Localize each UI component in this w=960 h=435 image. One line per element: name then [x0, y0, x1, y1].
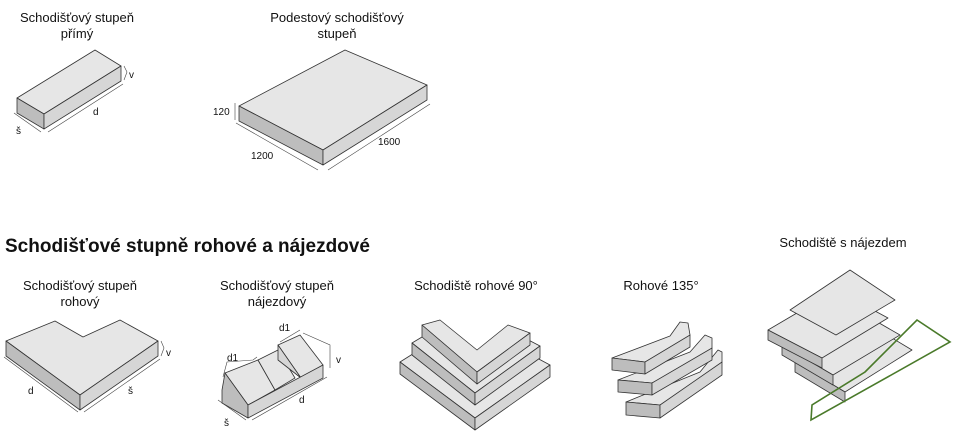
section-heading: Schodišťové stupně rohové a nájezdové [5, 236, 370, 257]
dim-d: d [28, 386, 34, 397]
title-line: Schodišťový stupeň [20, 10, 134, 25]
stair-ramp-illustration [767, 269, 952, 422]
stair-135-title: Rohové 135° [623, 278, 699, 293]
stair-ramp-title: Schodiště s nájezdem [779, 235, 907, 250]
title-line: stupeň [317, 26, 357, 41]
stair-90-illustration [399, 319, 551, 431]
title-line: rohový [60, 294, 100, 309]
ramp-outline [810, 318, 952, 422]
dim-d1: d1 [227, 353, 239, 364]
straight-step-illustration: v d š [13, 49, 134, 137]
title-line: Schodišťový stupeň [220, 278, 334, 293]
dim-s: š [16, 126, 21, 137]
corner-step-illustration: v d š [3, 319, 171, 413]
dim-length: 1600 [378, 137, 401, 148]
ramp-step-title: Schodišťový stupeň nájezdový [177, 278, 377, 310]
dim-v: v [166, 348, 171, 359]
title-line: nájezdový [247, 294, 307, 309]
dim-s: š [128, 386, 133, 397]
landing-step-illustration: 120 1200 1600 [213, 49, 431, 171]
landing-step-title: Podestový schodišťový stupeň [237, 10, 437, 42]
dim-v: v [129, 70, 134, 81]
ramp-step-illustration: d1 d1 v d š [217, 323, 341, 429]
dim-s: š [224, 418, 229, 429]
dim-width: 1200 [251, 151, 274, 162]
title-line: Schodišťový stupeň [23, 278, 137, 293]
title-line: Podestový schodišťový [270, 10, 404, 25]
dim-d1: d1 [279, 323, 291, 334]
stair-135-illustration [611, 321, 723, 419]
dim-height: 120 [213, 107, 230, 118]
stair-90-title: Schodiště rohové 90° [414, 278, 538, 293]
corner-step-title: Schodišťový stupeň rohový [0, 278, 180, 310]
title-line: přímý [60, 26, 94, 41]
dim-d: d [93, 107, 99, 118]
dim-v: v [336, 355, 341, 366]
dim-d: d [299, 395, 305, 406]
straight-step-title: Schodišťový stupeň přímý [0, 10, 177, 42]
